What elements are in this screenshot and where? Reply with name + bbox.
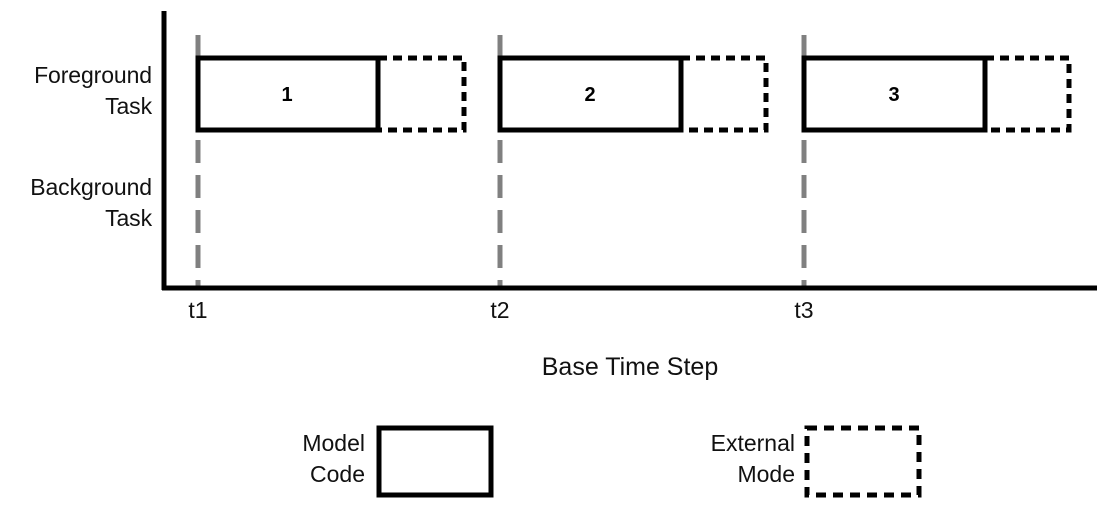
task-2-number: 2	[584, 84, 596, 106]
x-axis-title: Base Time Step	[541, 353, 719, 381]
x-tick-label-t1: t1	[188, 297, 208, 323]
legend-label-model-code: Model Code	[302, 430, 365, 487]
task-3-model-code-box	[801, 55, 988, 133]
legend-model-code-swatch	[376, 425, 494, 498]
task-1-model-code-box	[195, 55, 381, 133]
x-tick-label-t3: t3	[794, 297, 814, 323]
task-1-external-mode-box	[375, 55, 467, 133]
row-label-background: Background Task	[30, 174, 152, 231]
row-label-foreground: Foreground Task	[34, 62, 152, 119]
task-1-group	[195, 55, 467, 133]
task-2-group	[497, 55, 769, 133]
legend-label-external-mode: External Mode	[710, 430, 795, 487]
task-1-number: 1	[281, 84, 293, 106]
axes	[161, 11, 1097, 291]
task-2-external-mode-box	[678, 55, 769, 133]
legend-external-mode-swatch	[804, 425, 922, 498]
task-3-external-mode-box	[982, 55, 1072, 133]
legend-swatches	[376, 425, 922, 498]
x-tick-label-t2: t2	[490, 297, 510, 323]
task-3-number: 3	[888, 84, 900, 106]
task-3-group	[801, 55, 1072, 133]
